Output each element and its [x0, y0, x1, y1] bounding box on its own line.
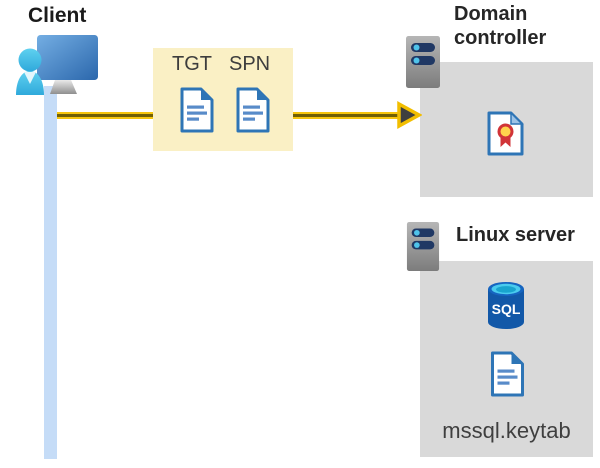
domain-controller-server-icon: [405, 35, 441, 89]
tgt-label: TGT: [172, 53, 212, 75]
keytab-filename: mssql.keytab: [442, 418, 571, 443]
arrow-right-icon: [397, 101, 422, 129]
linux-server-icon: [406, 219, 440, 274]
keytab-document-icon: [490, 351, 525, 397]
linux-server-panel: SQL mssql.keytab: [420, 261, 593, 457]
user-icon: [16, 48, 44, 95]
ticket-highlight-box: TGT SPN: [153, 48, 293, 151]
client-computer-icon: [16, 35, 98, 95]
linux-server-label: Linux server: [456, 224, 575, 246]
spn-document-icon: [236, 87, 270, 133]
spn-label: SPN: [229, 53, 271, 75]
sql-database-icon: SQL: [488, 282, 524, 329]
sql-badge-text: SQL: [492, 301, 521, 317]
client-label: Client: [28, 4, 87, 27]
certificate-icon: [487, 111, 524, 156]
domain-controller-panel: [420, 62, 593, 197]
tgt-document-icon: [180, 87, 214, 133]
domain-controller-label: Domain controller: [454, 3, 547, 49]
client-connection-line: [44, 86, 57, 459]
monitor-icon: [37, 35, 98, 94]
